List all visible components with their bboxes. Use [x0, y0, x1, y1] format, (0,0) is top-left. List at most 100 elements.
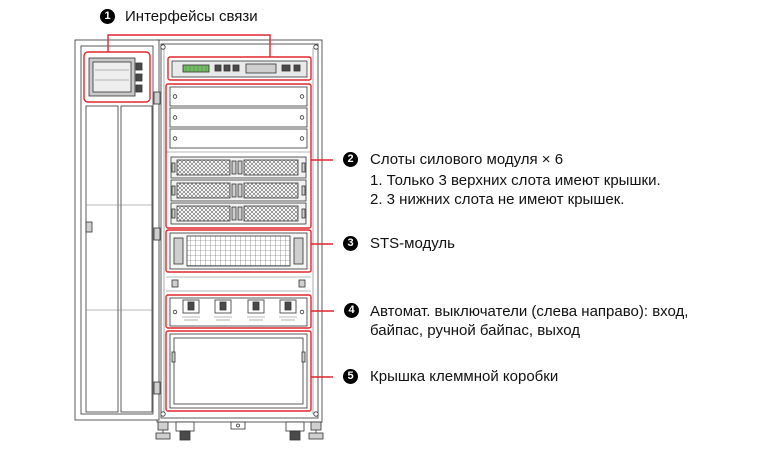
module-fan-grille [176, 182, 231, 199]
door-inner-frame [80, 45, 154, 415]
covered-slot-panel [169, 86, 308, 107]
terminal-block [182, 64, 210, 73]
power-module-slots-group [169, 86, 308, 225]
module-fan-grille [176, 205, 231, 222]
callout-badge-3: 3 [343, 236, 358, 251]
module-fan-grille [176, 159, 231, 176]
terminal-cover-latch [301, 351, 306, 363]
module-handle [237, 206, 243, 221]
comm-port [214, 64, 222, 72]
caster-wheel [289, 430, 301, 441]
callout-label-sts-module: STS-модуль [370, 235, 455, 252]
leader-line-1 [107, 34, 271, 57]
breaker-panel-screw [172, 309, 178, 315]
highlight-door-comm-unit [83, 51, 151, 103]
callout-badge-5: 5 [343, 369, 358, 384]
door-lock [85, 221, 93, 233]
cabinet-body-inner-frame [160, 43, 319, 419]
breaker-toggle [187, 301, 195, 311]
module-handle [237, 160, 243, 175]
terminal-cover-inset [173, 337, 304, 405]
module-latch [301, 208, 306, 219]
covered-slot-panel [169, 128, 308, 149]
module-handle [231, 206, 237, 221]
module-latch [301, 185, 306, 196]
door-hinge [153, 227, 161, 241]
door-panel-left [85, 105, 119, 413]
mid-panel-tab [298, 279, 306, 288]
door-panel-right [120, 105, 153, 413]
body-screw [313, 44, 319, 50]
module-latch [171, 162, 176, 173]
terminal-box-group [169, 333, 308, 409]
module-latch [301, 162, 306, 173]
covered-slot-panel [169, 107, 308, 128]
base-bracket-hole [236, 423, 240, 428]
door-hinge [153, 381, 161, 395]
callout-label-power-slots: Слоты силового модуля × 6 [370, 151, 564, 168]
caster-wheel [179, 430, 191, 441]
door-comm-unit-face [92, 61, 132, 93]
callout-label-terminal-cover: Крышка клеммной коробки [370, 368, 559, 385]
leveling-foot-base [155, 432, 171, 440]
leveling-foot [157, 421, 169, 431]
leveling-foot [310, 421, 322, 431]
body-screw [313, 411, 319, 417]
breaker-toggle [284, 301, 292, 311]
breaker-toggle [252, 301, 260, 311]
highlight-terminal-cover [165, 330, 312, 412]
sts-module-group [169, 232, 308, 270]
terminal-box-cover [169, 333, 308, 409]
slot-screw [172, 94, 178, 99]
callout-badge-4: 4 [344, 303, 359, 318]
sts-vent-mesh [186, 235, 291, 267]
module-fan-grille [243, 159, 299, 176]
slot-screw [299, 136, 305, 141]
comm-port [232, 64, 240, 72]
module-fan-grille [243, 182, 299, 199]
module-handle [231, 160, 237, 175]
body-screw [160, 44, 166, 50]
module-latch [171, 208, 176, 219]
caster-bracket [285, 421, 305, 432]
callout-badge-2: 2 [343, 152, 358, 167]
callout-highlights [83, 34, 334, 412]
callout-label-comm-interfaces: Интерфейсы связи [125, 8, 258, 25]
door-details [85, 57, 161, 413]
slot-screw [299, 115, 305, 120]
comm-port [281, 64, 291, 72]
callout-badge-1: 1 [100, 9, 115, 24]
door-unit-connector [135, 73, 143, 82]
body-screw [160, 411, 166, 417]
comm-interface-panel-group [171, 60, 308, 78]
sts-handle [293, 237, 304, 265]
highlight-sts-module [165, 229, 312, 273]
door-unit-connector [135, 84, 143, 93]
breakers-group [169, 297, 308, 327]
cabinet-body-details [160, 44, 319, 417]
comm-port [223, 64, 231, 72]
caster-bracket [175, 421, 195, 432]
callout-note-covered-slots: 1. Только 3 верхних слота имеют крышки. [370, 172, 661, 189]
breaker-toggle [219, 301, 227, 311]
leveling-foot-base [308, 432, 324, 440]
slot-screw [299, 94, 305, 99]
cabinet-feet [155, 421, 324, 441]
door-unit-connector [135, 62, 143, 71]
highlight-power-module-slots [165, 83, 312, 229]
module-handle [231, 183, 237, 198]
highlight-comm-interfaces [167, 56, 312, 81]
module-fan-grille [243, 205, 299, 222]
callout-note-uncovered-slots: 2. 3 нижних слота не имеют крышек. [370, 191, 625, 208]
mid-panel-tab [171, 279, 179, 288]
terminal-cover-latch [171, 351, 176, 363]
sts-handle [173, 237, 184, 265]
door-hinge [153, 91, 161, 105]
module-handle [237, 183, 243, 198]
db-connector [245, 63, 277, 74]
module-latch [171, 185, 176, 196]
slot-screw [172, 136, 178, 141]
slot-screw [172, 115, 178, 120]
callout-label-breakers: Автомат. выключатели (слева направо): вх… [370, 303, 689, 320]
